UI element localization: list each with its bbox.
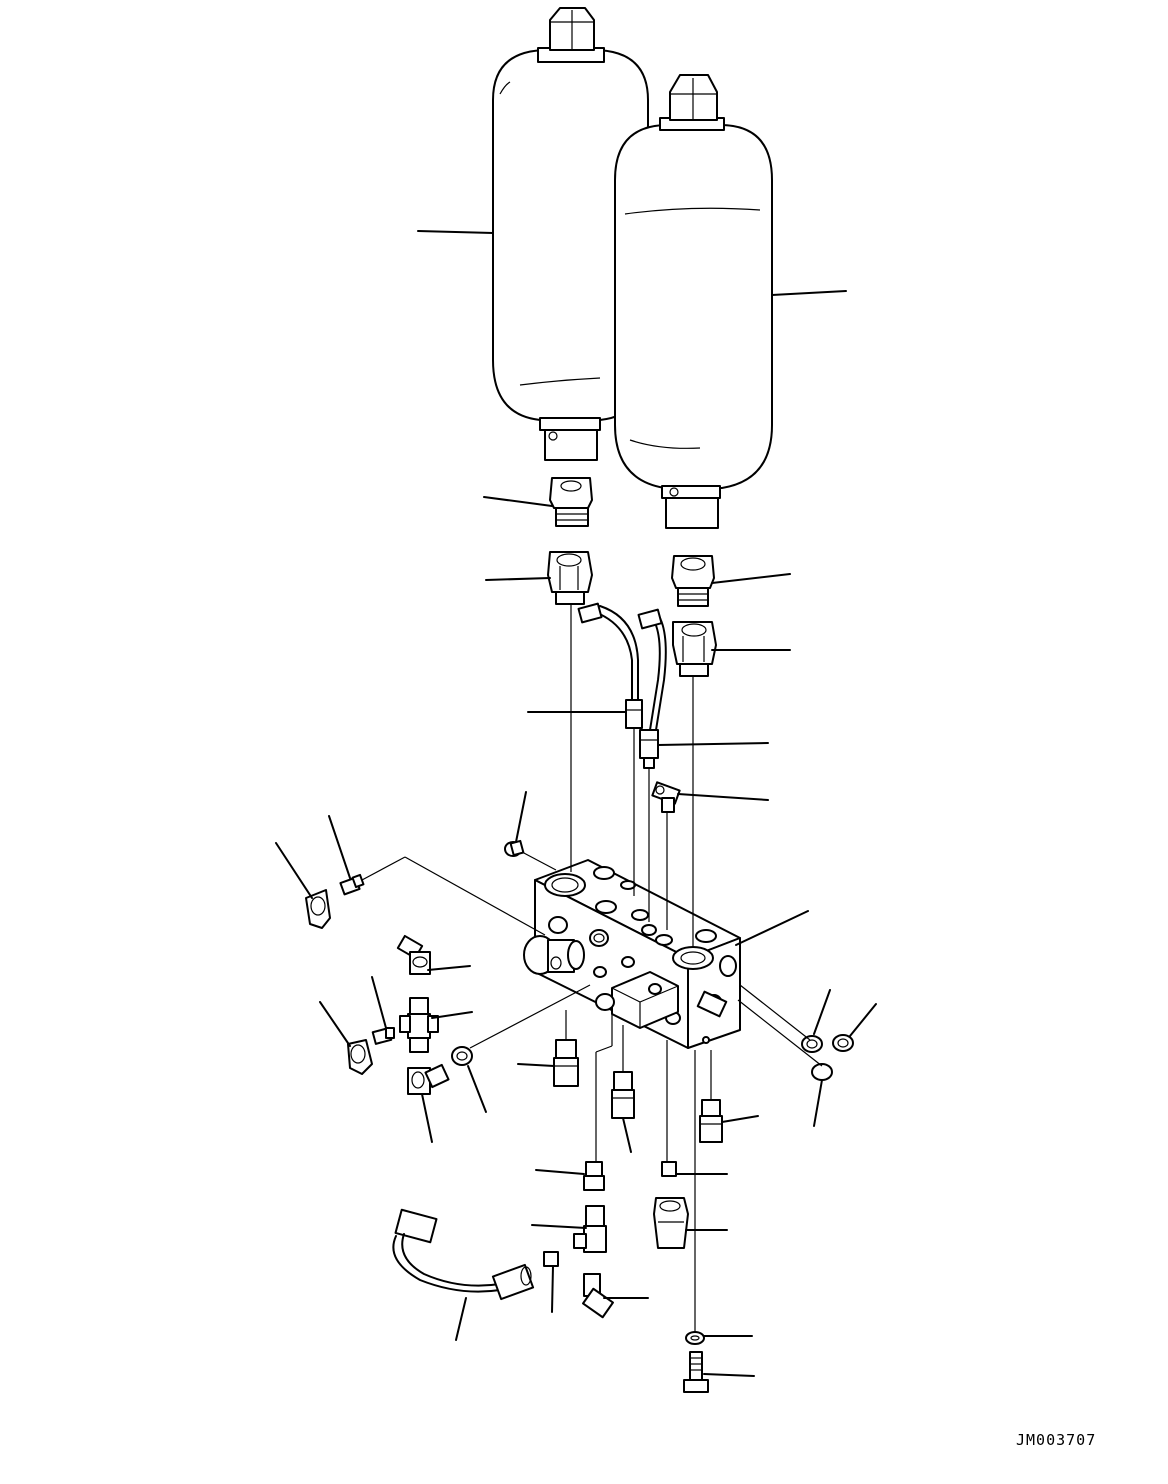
elbow-fitting-lower-icon[interactable]	[408, 1065, 449, 1094]
fitting-small-right-icon[interactable]	[662, 1162, 676, 1176]
union-nut-left-icon[interactable]	[548, 552, 592, 604]
plug-left-lower-icon[interactable]	[373, 1028, 394, 1044]
adapter-fitting-left-icon[interactable]	[550, 478, 592, 526]
union-nut-lower-icon[interactable]	[654, 1198, 688, 1248]
elbow-fitting-bottom-icon[interactable]	[583, 1274, 613, 1317]
check-valve-middle-icon[interactable]	[612, 1072, 634, 1118]
union-nut-right-icon[interactable]	[673, 622, 716, 676]
plug-left-upper-icon[interactable]	[340, 875, 363, 894]
tee-fitting-lower-icon[interactable]	[574, 1206, 606, 1252]
washer-icon[interactable]	[686, 1332, 704, 1344]
adapter-fitting-right-icon[interactable]	[672, 556, 714, 606]
elbow-fitting-left-icon[interactable]	[398, 936, 430, 974]
leader-lines	[276, 231, 876, 1376]
tee-fitting-left-icon[interactable]	[400, 998, 438, 1052]
assembly-lines	[362, 604, 822, 1332]
drawing-code: JM003707	[1016, 1431, 1097, 1449]
check-valve-left-icon[interactable]	[554, 1040, 578, 1086]
accumulator-right-icon[interactable]	[615, 75, 772, 528]
connector-cap-lower-icon[interactable]	[348, 1040, 372, 1074]
speed-sensor-icon[interactable]	[393, 1210, 533, 1299]
bolt-icon[interactable]	[684, 1352, 708, 1392]
check-valve-right-icon[interactable]	[700, 1100, 722, 1142]
connector-cap-upper-icon[interactable]	[306, 890, 330, 928]
plug-middle-icon[interactable]	[452, 1047, 472, 1065]
accumulator-left-icon[interactable]	[493, 8, 648, 460]
pressure-sensor-right-icon[interactable]	[639, 610, 666, 768]
fittings-right-pair-icon[interactable]	[802, 1035, 853, 1080]
valve-block-icon[interactable]	[524, 860, 740, 1048]
fitting-small-left-icon[interactable]	[584, 1162, 604, 1190]
elbow-fitting-upper-icon[interactable]	[652, 782, 679, 812]
plug-small-upper-icon[interactable]	[505, 841, 523, 856]
pressure-sensor-left-icon[interactable]	[579, 604, 642, 728]
plug-lower-icon[interactable]	[544, 1252, 558, 1266]
